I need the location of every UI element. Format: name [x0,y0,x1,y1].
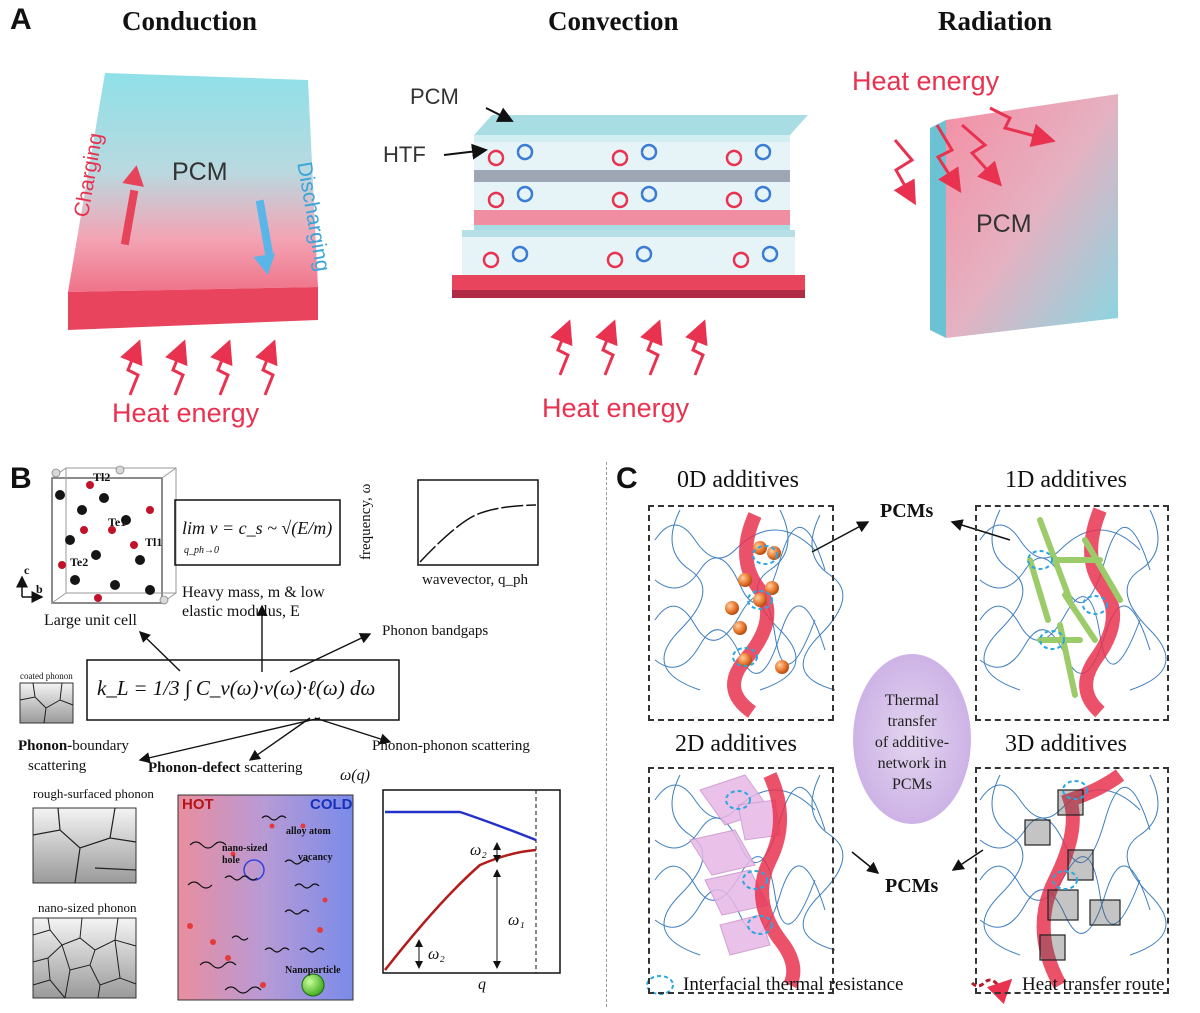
one-d-title: 1D additives [1005,467,1127,493]
radiation-pcm-label: PCM [976,210,1032,238]
center-caption: Thermal transfer of additive- network in… [874,692,950,793]
rough-phonon-label: rough-surfaced phonon [33,786,154,801]
q-axis-label: q [478,976,486,993]
equation-arrows [138,604,392,764]
phonon-phonon-label: Phonon-phonon scattering [372,738,530,754]
cold-label: COLD [310,796,353,813]
omega2-bottom-label: ω₂ [428,946,445,963]
conduction-slab [68,73,318,330]
crystal-structure [16,465,177,605]
kl-equation-box [86,659,400,721]
panel-divider [606,462,607,1007]
nano-phonon-label: nano-sized phonon [38,900,137,915]
nano-hole-label: nano-sized [222,843,268,854]
additives-2d-sheets [689,774,781,956]
two-d-title: 2D additives [675,731,797,757]
conduction-pcm-label: PCM [172,158,228,186]
limit-subscript: q_ph→0 [184,545,219,556]
rough-phonon-thumb [32,807,137,884]
center-ellipse [853,654,971,824]
interfacial-resistance-3d [1052,780,1088,890]
coated-phonon-label: coated phonon [20,671,73,681]
tl2-label: Tl2 [93,470,111,484]
heat-route-3d [1036,769,1125,989]
legend-resistance-label: Interfacial thermal resistance [683,974,904,995]
additives-3d-cubes [1024,789,1121,961]
te2-label: Te2 [70,555,89,569]
conduction-heat-arrows [120,339,278,396]
radiation-title: Radiation [938,6,1053,36]
dispersion-ylabel: frequency, ω [358,483,374,560]
axis-b-label: b [36,582,43,596]
convection-flow-arrows [482,143,779,269]
conduction-heat-label: Heat energy [112,398,260,428]
panel-label-a: A [10,3,32,36]
hot-cold-scattering-box [177,794,354,1001]
alloy-atom-label: alloy atom [286,826,331,837]
omega2-top-label: ω₂ [470,842,487,859]
kl-equation: k_L = 1/3 ∫ C_v(ω)·v(ω)·ℓ(ω) dω [97,676,376,700]
convection-pointers [443,107,514,160]
pcms-bottom-label: PCMs [885,875,939,897]
coated-phonon-thumb [19,682,74,724]
heat-route-2d [755,772,801,989]
zero-d-title: 0D additives [677,467,799,493]
radiation-heat-arrows [893,106,1056,206]
boundary-scattering-line2: scattering [28,758,87,774]
legend-route-icon [970,978,1013,1005]
box-1d [975,505,1169,721]
conduction-title: Conduction [122,6,258,36]
nano-hole-label-line2: hole [222,855,240,866]
axis-c-label: c [24,563,30,577]
omega-q-plot [382,789,561,974]
limit-equation: lim v = c_s ~ √(E/m) [182,518,333,538]
interfacial-resistance-0d [732,545,778,667]
interfacial-resistance-1d [1027,550,1108,650]
interfacial-resistance-2d [725,790,773,935]
mesh-0d [654,509,844,691]
htf-label: HTF [383,142,426,167]
elastic-modulus-label: elastic modulus, E [182,603,300,620]
large-unit-cell-caption: Large unit cell [44,612,137,629]
omega-q-label: ω(q) [340,767,370,784]
legend-route-label: Heat transfer route [1022,974,1165,995]
heat-route-0d [727,512,775,718]
box-2d [648,767,834,994]
radiation-heat-label: Heat energy [852,66,1000,96]
convection-heat-arrows [550,319,708,376]
convection-stack [452,115,808,298]
boundary-scattering-label: Phonon-boundary [18,738,129,754]
dispersion-plot [417,479,539,566]
dispersion-xlabel: wavevector, q_ph [422,572,529,588]
box-0d [648,505,834,721]
pcms-top-label: PCMs [880,500,934,522]
limit-equation-box [174,499,341,566]
defect-scattering-label: Phonon-defect scattering [148,760,303,776]
legend-resistance-icon [646,975,674,995]
hot-label: HOT [182,796,214,813]
omega1-label: ω₁ [508,912,525,929]
heavy-mass-label: Heavy mass, m & low [182,584,325,601]
nano-phonon-thumb [32,917,137,999]
nanoparticle-label: Nanoparticle [285,965,341,976]
panel-label-c: C [616,462,638,495]
panel-label-b: B [10,462,32,495]
convection-pcm-label: PCM [410,84,459,109]
additives-1d-rods [1027,517,1123,698]
vacancy-label: vacancy [298,852,333,863]
convection-title: Convection [548,6,679,36]
phonon-bandgaps-label: Phonon bandgaps [382,623,489,639]
convection-heat-label: Heat energy [542,393,690,423]
three-d-title: 3D additives [1005,731,1127,757]
box-3d [975,767,1169,994]
pcms-arrows [811,519,1011,874]
te1-label: Te1 [108,515,127,529]
tl1-label: Tl1 [145,535,163,549]
